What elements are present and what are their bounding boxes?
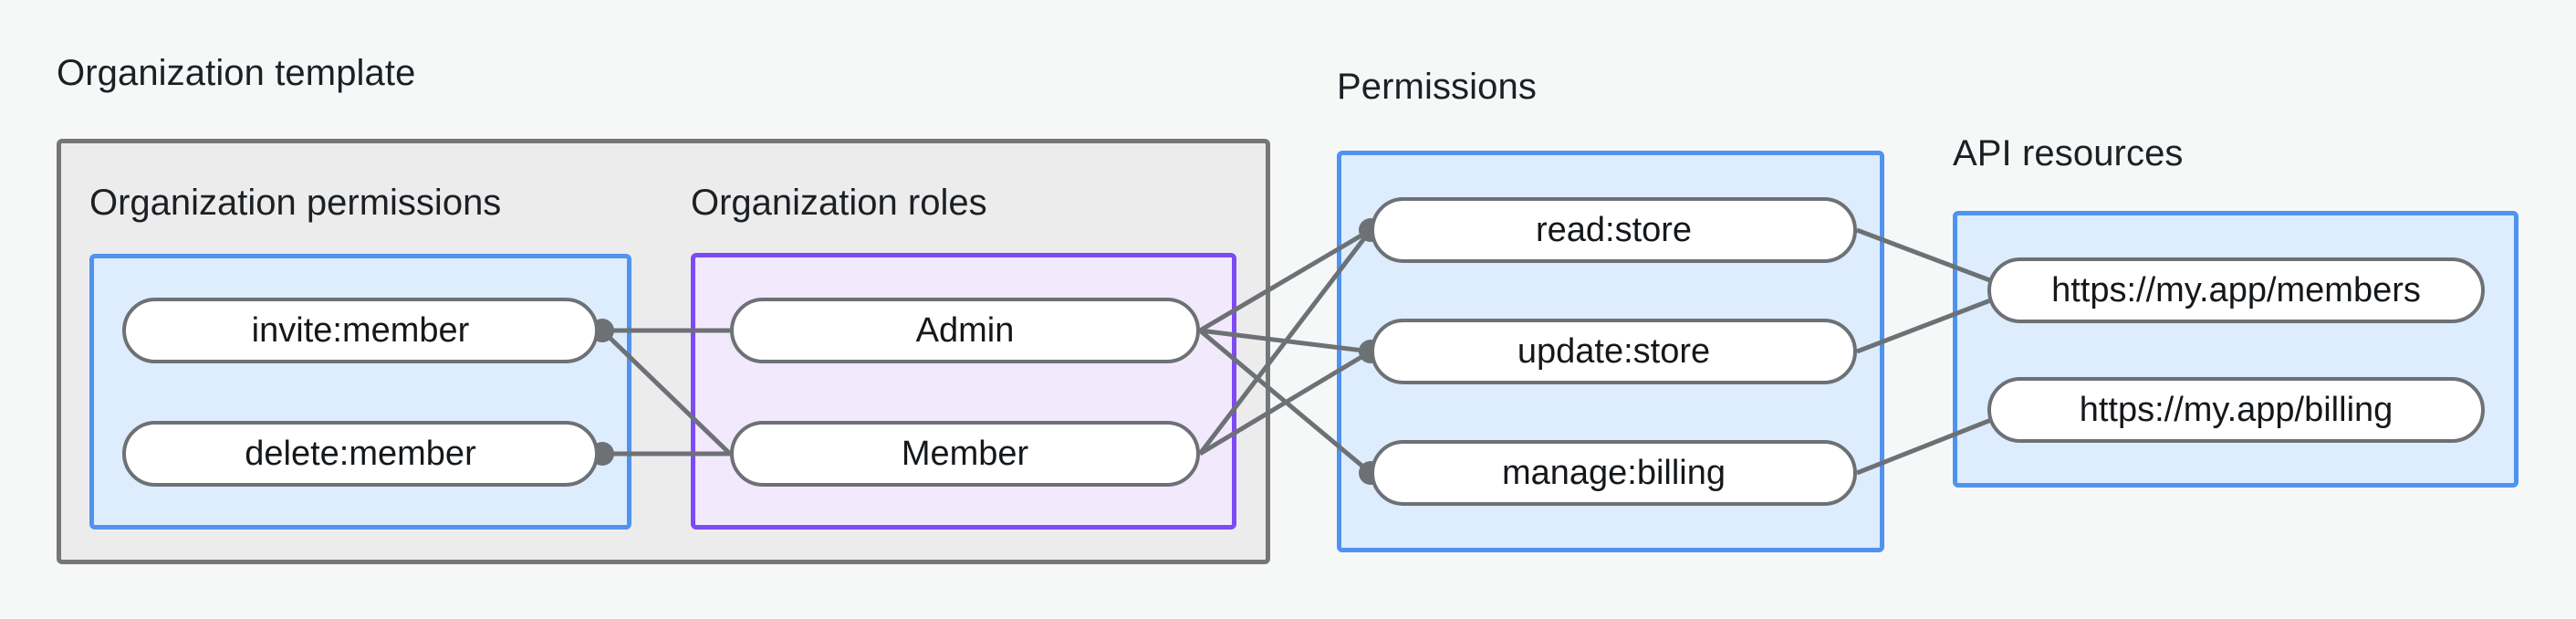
organization-permissions-label: Organization permissions <box>89 183 502 223</box>
organization-roles-label: Organization roles <box>691 183 987 223</box>
organization-template-label: Organization template <box>57 53 416 93</box>
node-admin[interactable]: Admin <box>730 298 1200 363</box>
node-delete-member[interactable]: delete:member <box>122 421 599 487</box>
node-update-store[interactable]: update:store <box>1371 319 1857 384</box>
node-members-resource[interactable]: https://my.app/members <box>1987 257 2485 323</box>
organization-roles-container <box>691 253 1236 530</box>
organization-permissions-container <box>89 254 631 530</box>
node-read-store[interactable]: read:store <box>1371 197 1857 263</box>
api-resources-label: API resources <box>1953 133 2184 173</box>
permissions-label: Permissions <box>1337 67 1537 107</box>
node-member[interactable]: Member <box>730 421 1200 487</box>
node-invite-member[interactable]: invite:member <box>122 298 599 363</box>
api-resources-container <box>1953 211 2519 488</box>
node-manage-billing[interactable]: manage:billing <box>1371 440 1857 506</box>
node-billing-resource[interactable]: https://my.app/billing <box>1987 377 2485 443</box>
